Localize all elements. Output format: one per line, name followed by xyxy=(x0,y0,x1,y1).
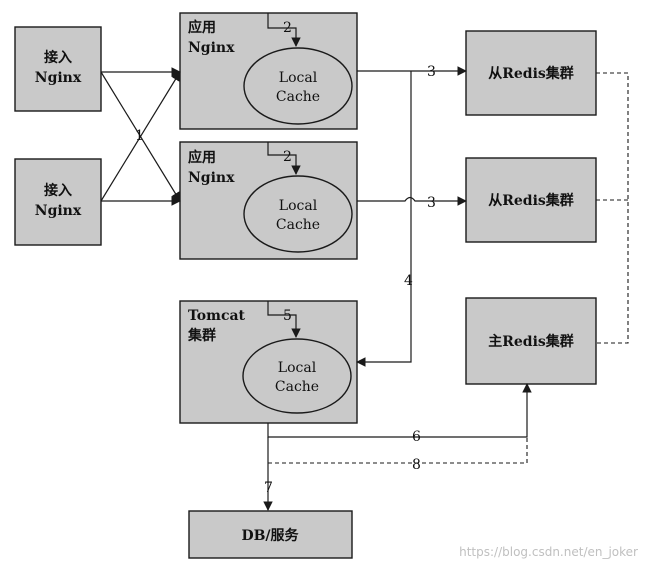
step-1-connectors: 1 xyxy=(100,67,181,206)
step-5-arrow xyxy=(267,301,301,338)
access-nginx-1-line2: Nginx xyxy=(35,70,82,86)
step-6-label: 6 xyxy=(412,429,421,445)
app-nginx-1-line2: Nginx xyxy=(188,40,235,56)
slave-redis-1-label: 从Redis集群 xyxy=(488,65,574,82)
access-nginx-2-line2: Nginx xyxy=(35,203,82,219)
step-6-connector: 6 xyxy=(267,383,532,445)
app-nginx-2-cache-line1: Local xyxy=(279,198,318,214)
app-nginx-1-local-cache xyxy=(243,47,353,125)
db-service-label: DB/服务 xyxy=(241,527,299,544)
slave-redis-2: 从Redis集群 xyxy=(465,157,597,243)
db-service: DB/服务 xyxy=(188,510,353,559)
app-nginx-2-line2: Nginx xyxy=(188,170,235,186)
step-2-arrow-b xyxy=(267,142,301,175)
step-7-connector: 7 xyxy=(263,437,273,511)
slave-redis-2-label: 从Redis集群 xyxy=(488,192,574,209)
tomcat-line2: 集群 xyxy=(187,327,216,344)
app-nginx-1: 应用 Nginx Local Cache 2 xyxy=(179,12,358,130)
app-nginx-1-cache-line2: Cache xyxy=(276,89,320,105)
tomcat-cache-line1: Local xyxy=(278,360,317,376)
step-8-connector: 8 xyxy=(268,437,528,473)
master-redis: 主Redis集群 xyxy=(465,297,597,385)
access-nginx-1-line1: 接入 xyxy=(44,49,72,66)
app-nginx-2-line1: 应用 xyxy=(188,149,216,166)
step-8-label: 8 xyxy=(412,457,421,473)
step-2-arrow-a xyxy=(267,13,301,47)
step-4-connector: 4 xyxy=(356,71,413,367)
tomcat-local-cache xyxy=(242,338,352,414)
app-nginx-2-cache-line2: Cache xyxy=(276,217,320,233)
slave-redis-1: 从Redis集群 xyxy=(465,30,597,116)
tomcat-cache-line2: Cache xyxy=(275,379,319,395)
app-nginx-1-cache-line1: Local xyxy=(279,70,318,86)
access-nginx-2-line1: 接入 xyxy=(44,182,72,199)
step-1-label: 1 xyxy=(135,128,144,144)
master-redis-label: 主Redis集群 xyxy=(488,333,574,350)
access-nginx-1: 接入 Nginx xyxy=(14,26,102,112)
step-2-label-b: 2 xyxy=(283,149,292,165)
access-nginx-2: 接入 Nginx xyxy=(14,158,102,246)
app-nginx-2: 应用 Nginx Local Cache 2 xyxy=(179,141,358,260)
step-7-label: 7 xyxy=(264,480,273,496)
step-5-label: 5 xyxy=(283,308,292,324)
app-nginx-1-line1: 应用 xyxy=(188,19,216,36)
step-3-label-a: 3 xyxy=(427,64,436,80)
app-nginx-2-local-cache xyxy=(243,175,353,253)
replication-dashed-lines xyxy=(596,72,629,344)
step-3-label-b: 3 xyxy=(427,195,436,211)
step-2-label-a: 2 xyxy=(283,20,292,36)
tomcat-cluster: Tomcat 集群 Local Cache 5 xyxy=(179,300,358,424)
tomcat-line1: Tomcat xyxy=(188,308,246,324)
watermark: https://blog.csdn.net/en_joker xyxy=(459,545,638,559)
step-4-label: 4 xyxy=(404,273,413,289)
